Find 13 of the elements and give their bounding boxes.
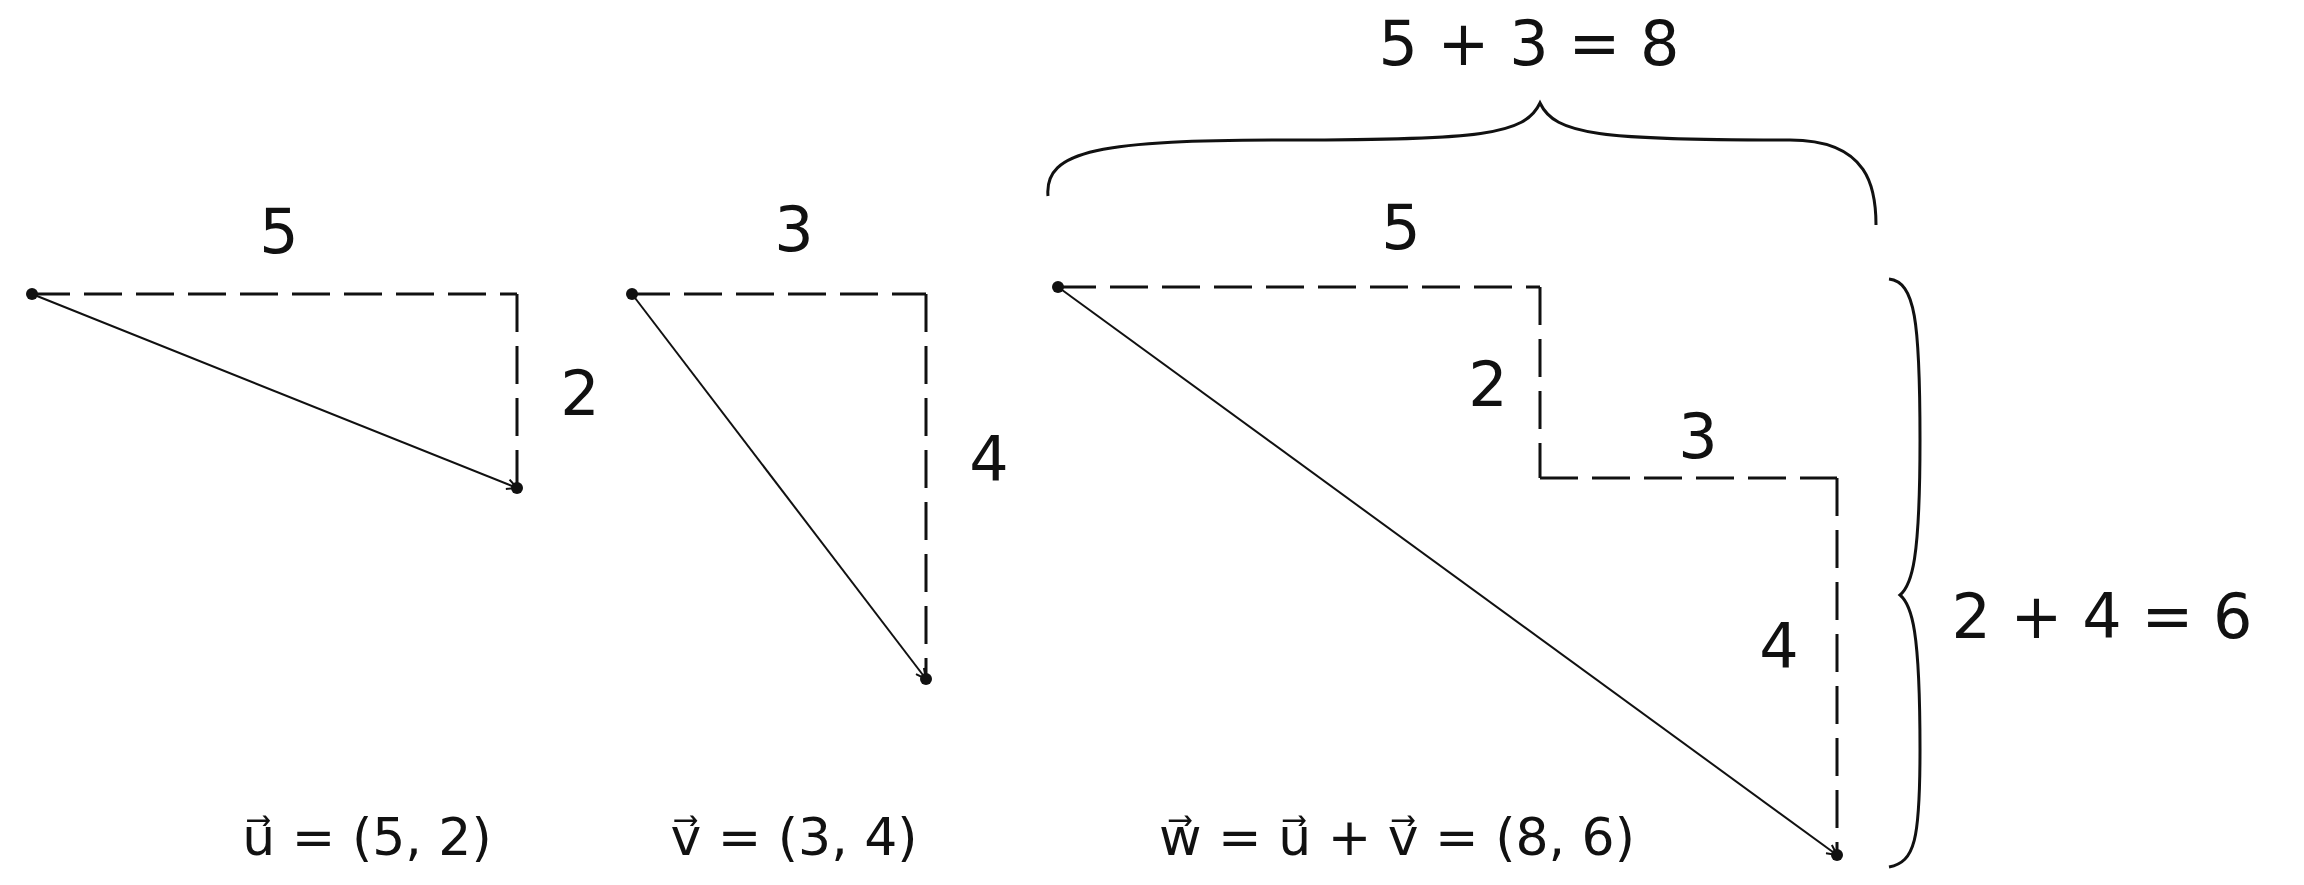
length-label: 5 — [1381, 193, 1421, 263]
vector-equation: w⃗ = u⃗ + v⃗ = (8, 6) — [1159, 809, 1635, 867]
length-label: 3 — [1678, 402, 1718, 472]
vector-equation: u⃗ = (5, 2) — [242, 809, 492, 867]
length-label: 3 — [774, 195, 814, 265]
sum-label: 5 + 3 = 8 — [1378, 9, 1680, 79]
length-label: 4 — [1759, 612, 1799, 682]
vector-equation: v⃗ = (3, 4) — [670, 809, 918, 867]
length-label: 2 — [1468, 350, 1508, 420]
length-label: 4 — [969, 425, 1009, 495]
length-label: 5 — [259, 197, 299, 267]
sum-label: 2 + 4 = 6 — [1951, 582, 2253, 652]
length-label: 2 — [560, 359, 600, 429]
